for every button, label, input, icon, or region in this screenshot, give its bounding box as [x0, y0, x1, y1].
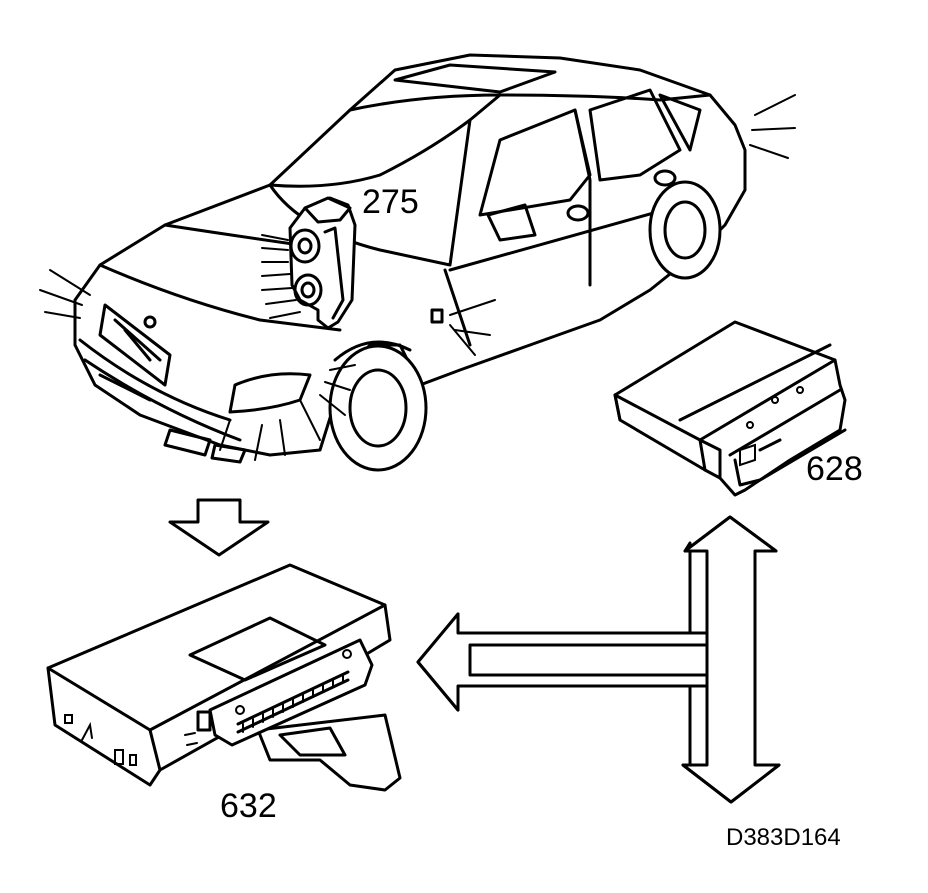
- module-632-illustration: [46, 563, 402, 792]
- car-illustration: [39, 53, 796, 472]
- sensor-label: 275: [362, 183, 419, 221]
- module-628-label: 628: [806, 450, 863, 488]
- sensor-275-illustration: [261, 196, 357, 330]
- connection-arrows: [416, 515, 781, 804]
- module-628-illustration: [613, 320, 847, 497]
- down-arrow: [168, 498, 270, 557]
- drawing-code: D383D164: [726, 824, 841, 851]
- module-632-label: 632: [220, 787, 277, 825]
